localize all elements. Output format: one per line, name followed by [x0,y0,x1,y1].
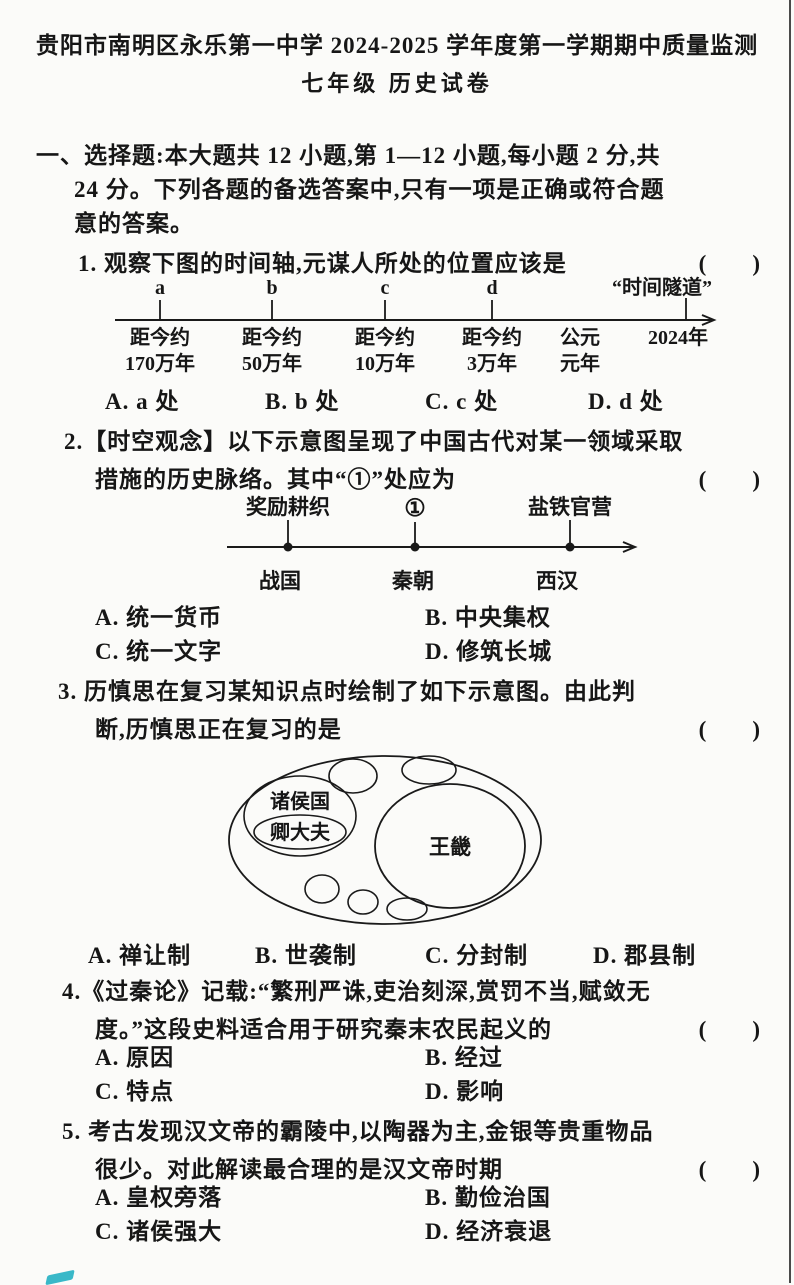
section-heading-line-2: 24 分。下列各题的备选答案中,只有一项是正确或符合题 [74,177,665,202]
diagram-top-label: 盐铁官营 [528,495,612,519]
small-state-circle [304,874,340,904]
question-2-option-d: D. 修筑长城 [425,639,553,664]
diagram-blank-circle-label: ① [404,496,426,522]
question-3-option-b: B. 世袭制 [255,943,357,968]
timeline-dot [410,542,420,552]
question-2-text-line-1: 2.【时空观念】以下示意图呈现了中国古代对某一领域采取 [64,429,684,454]
section-heading-line-3: 意的答案。 [74,211,194,236]
q3-enfeoffment-diagram: 诸侯国 卿大夫 王畿 [228,755,542,925]
timeline-label: 10万年 [355,351,415,375]
scan-edge-line [789,0,791,1283]
question-4-option-d: D. 影响 [425,1079,505,1104]
vassal-state-label: 诸侯国 [270,790,330,813]
diagram-bottom-label: 秦朝 [391,569,434,593]
timeline-letter-d: d [486,277,497,299]
timeline-label: 距今约 [242,325,302,349]
minister-label: 卿大夫 [270,820,331,844]
small-state-circle [401,755,457,785]
question-2-text-line-2: 措施的历史脉络。其中“①”处应为 ( ) [95,460,760,494]
timeline-dot [283,542,293,552]
diagram-bottom-label: 西汉 [536,569,579,593]
question-4-text-line-1: 4.《过秦论》记载:“繁刑严诛,吏治刻深,赏罚不当,赋敛无 [62,979,651,1004]
q2-policy-timeline-diagram: 奖励耕织 ① 盐铁官营 战国 秦朝 西汉 [227,495,638,593]
small-state-circle [347,889,379,915]
timeline-label: 距今约 [130,325,190,349]
timeline-label: 距今约 [355,325,415,349]
diagram-top-label: 奖励耕织 [246,495,330,519]
question-4-option-b: B. 经过 [425,1045,503,1070]
timeline-label: 50万年 [242,351,302,375]
timeline-label: 距今约 [462,325,522,349]
question-3-option-d: D. 郡县制 [593,943,697,968]
timeline-label: 元年 [560,351,600,375]
timeline-label: 170万年 [125,351,195,375]
question-2-option-a: A. 统一货币 [95,605,223,630]
timeline-letter-c: c [381,277,390,299]
question-4-text-line-2: 度。”这段史料适合用于研究秦末农民起义的 ( ) [95,1010,760,1044]
question-1-text: 1. 观察下图的时间轴,元谋人所处的位置应该是 [78,251,567,276]
question-1-option-a: A. a 处 [105,389,180,414]
small-state-circle [386,897,428,921]
question-2-option-b: B. 中央集权 [425,605,551,630]
question-5-text-line-2: 很少。对此解读最合理的是汉文帝时期 ( ) [95,1150,760,1184]
royal-domain-circle [374,783,526,909]
answer-bracket: ( ) [698,1157,760,1182]
question-5-text-line-1: 5. 考古发现汉文帝的霸陵中,以陶器为主,金银等贵重物品 [62,1119,654,1144]
question-4-option-c: C. 特点 [95,1079,175,1104]
timeline-letter-a: a [155,277,165,299]
question-5-option-d: D. 经济衰退 [425,1219,553,1244]
timeline-letter-b: b [266,277,277,299]
time-tunnel-label: “时间隧道” [612,275,712,299]
timeline-dot [565,542,575,552]
timeline-label: 2024年 [648,325,708,349]
question-1-option-c: C. c 处 [425,389,499,414]
question-3-text-line-1: 3. 历慎思在复习某知识点时绘制了如下示意图。由此判 [58,679,636,704]
exam-subtitle: 七年级 历史试卷 [301,71,493,96]
question-3-option-a: A. 禅让制 [88,943,192,968]
royal-domain-label: 王畿 [429,835,471,859]
section-heading-line-1: 一、选择题:本大题共 12 小题,第 1—12 小题,每小题 2 分,共 [36,143,661,168]
question-3-text: 断,历慎思正在复习的是 [95,717,342,742]
question-5-option-b: B. 勤俭治国 [425,1185,551,1210]
diagram-bottom-label: 战国 [259,569,301,593]
small-state-circle [328,758,378,794]
question-5-text: 很少。对此解读最合理的是汉文帝时期 [95,1157,503,1182]
q1-timeline-diagram: “时间隧道” a b c d 距今约 170万年 距今约 50万年 距今约 10… [115,275,717,375]
axis-arrowhead-icon [701,314,717,326]
answer-bracket: ( ) [698,467,760,492]
timeline-label: 3万年 [467,351,517,375]
question-3-option-c: C. 分封制 [425,943,529,968]
question-1-option-d: D. d 处 [588,389,664,414]
question-4-text: 度。”这段史料适合用于研究秦末农民起义的 [95,1017,552,1042]
question-2-option-c: C. 统一文字 [95,639,223,664]
outer-realm-ellipse [228,755,542,925]
minister-ellipse [253,814,347,850]
question-4-option-a: A. 原因 [95,1045,175,1070]
vassal-state-ellipse [243,775,357,857]
answer-bracket: ( ) [698,251,760,276]
exam-title: 贵阳市南明区永乐第一中学 2024-2025 学年度第一学期期中质量监测 [35,33,759,58]
axis-arrowhead-icon [622,541,638,553]
question-5-option-a: A. 皇权旁落 [95,1185,223,1210]
question-2-text: 措施的历史脉络。其中“①”处应为 [95,467,456,492]
answer-bracket: ( ) [698,1017,760,1042]
question-1: 1. 观察下图的时间轴,元谋人所处的位置应该是 ( ) [78,244,760,278]
question-1-option-b: B. b 处 [265,389,340,414]
timeline-label: 公元 [560,326,600,349]
question-5-option-c: C. 诸侯强大 [95,1219,223,1244]
answer-bracket: ( ) [698,717,760,742]
question-3-text-line-2: 断,历慎思正在复习的是 ( ) [95,710,760,744]
